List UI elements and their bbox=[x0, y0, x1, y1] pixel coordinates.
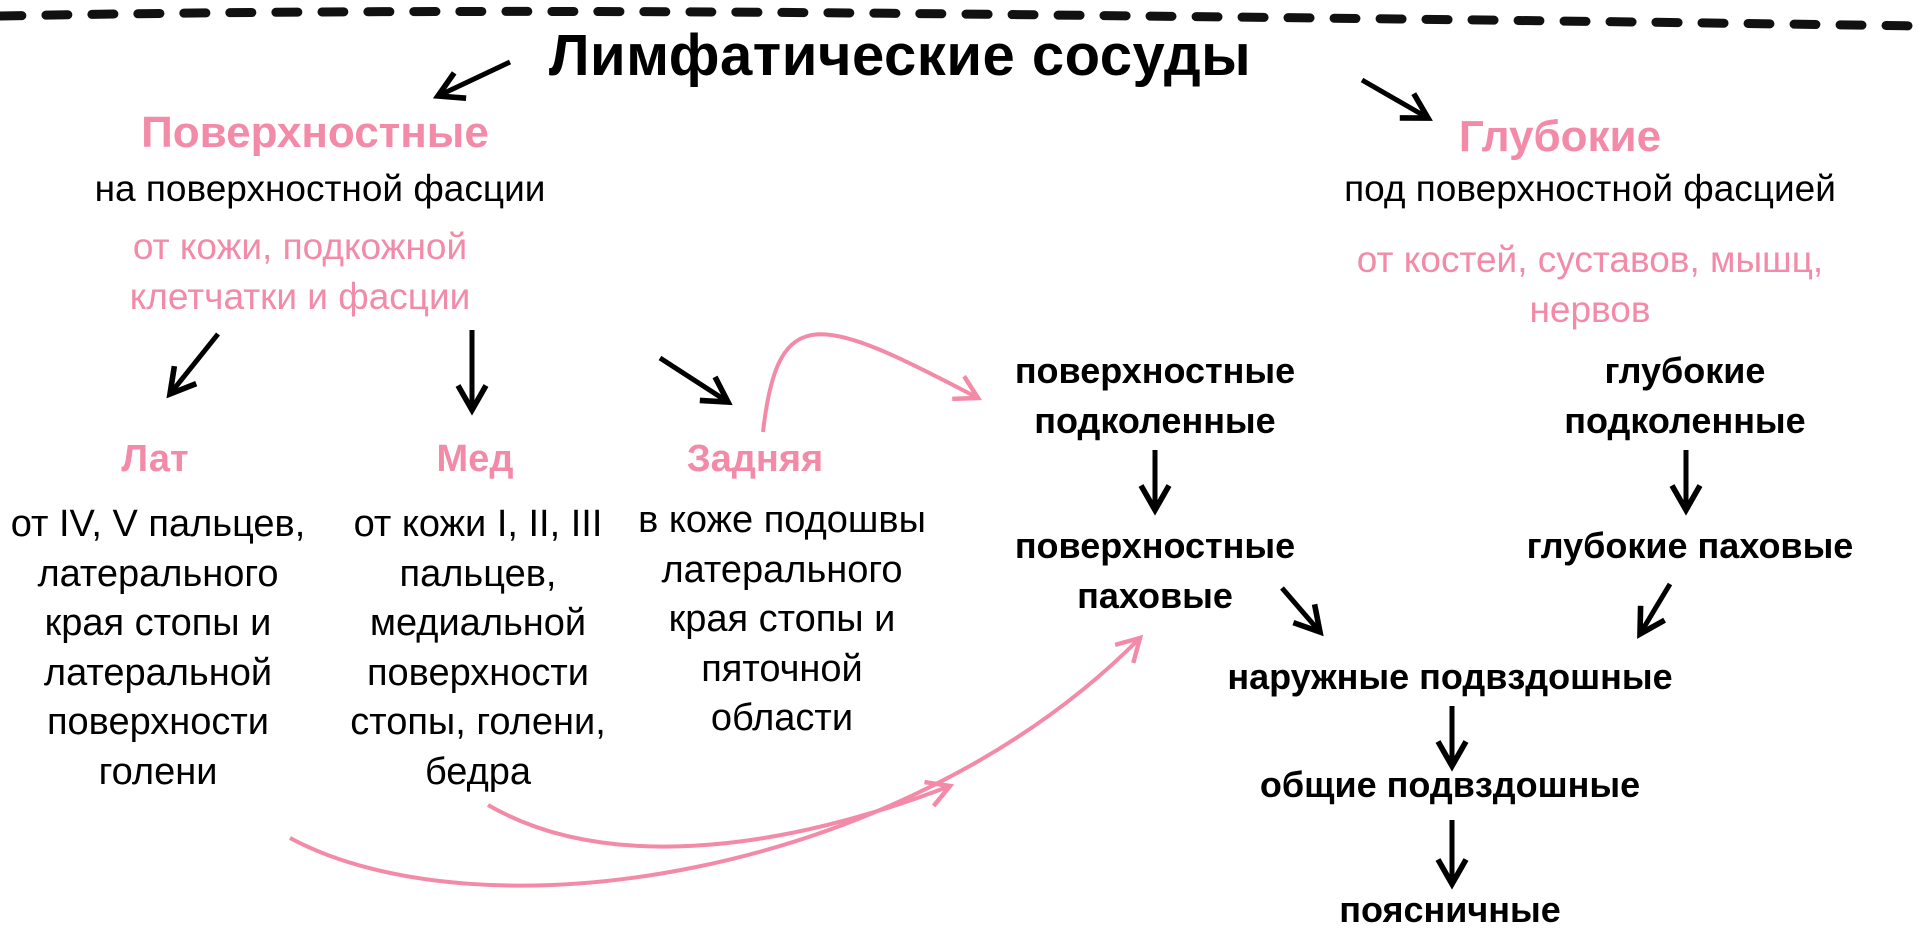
deep-heading: Глубокие bbox=[1458, 112, 1662, 161]
group-posterior-name: Задняя bbox=[686, 438, 824, 480]
superficial-location: на поверхностной фасции bbox=[94, 168, 546, 209]
pink-arrow-med-to-sup-inguinal bbox=[486, 779, 955, 849]
node-common-iliac: общие подвздошные bbox=[1259, 764, 1641, 805]
arrow-to-lat bbox=[166, 332, 220, 399]
group-lat-desc: от IV, V пальцев, латерального края стоп… bbox=[10, 503, 306, 793]
node-superficial-popliteal: поверхностные подколенные bbox=[1014, 350, 1296, 441]
group-lat-name: Лат bbox=[121, 438, 189, 480]
arrow-title-to-superficial bbox=[432, 59, 512, 101]
arrow-title-to-deep bbox=[1360, 77, 1433, 121]
pink-arrow-lat-to-sup-inguinal bbox=[289, 634, 1144, 888]
deep-source: от костей, суставов, мышц, нервов bbox=[1356, 239, 1824, 330]
arrow-sup-inguinal-to-external-iliac bbox=[1280, 586, 1324, 637]
node-superficial-inguinal: поверхностные паховые bbox=[1014, 525, 1296, 616]
node-external-iliac: наружные подвздошные bbox=[1227, 656, 1673, 697]
node-deep-popliteal: глубокие подколенные bbox=[1564, 350, 1806, 441]
superficial-heading: Поверхностные bbox=[141, 108, 489, 157]
pink-arrow-posterior-to-sup-popliteal bbox=[761, 332, 982, 433]
deep-location: под поверхностной фасцией bbox=[1344, 168, 1836, 209]
superficial-source: от кожи, подкожной клетчатки и фасции bbox=[129, 226, 471, 317]
node-lumbar: поясничные bbox=[1339, 889, 1561, 930]
group-med-desc: от кожи I, II, III пальцев, медиальной п… bbox=[350, 503, 606, 793]
dashed-top-line bbox=[0, 6, 1920, 31]
arrow-deep-inguinal-to-external-iliac bbox=[1637, 582, 1673, 639]
group-med-name: Мед bbox=[436, 438, 514, 480]
arrow-to-posterior bbox=[658, 355, 733, 406]
group-posterior-desc: в коже подошвы латерального края стопы и… bbox=[638, 499, 926, 739]
node-deep-inguinal: глубокие паховые bbox=[1526, 525, 1854, 566]
diagram-title: Лимфатические сосуды bbox=[548, 23, 1252, 88]
